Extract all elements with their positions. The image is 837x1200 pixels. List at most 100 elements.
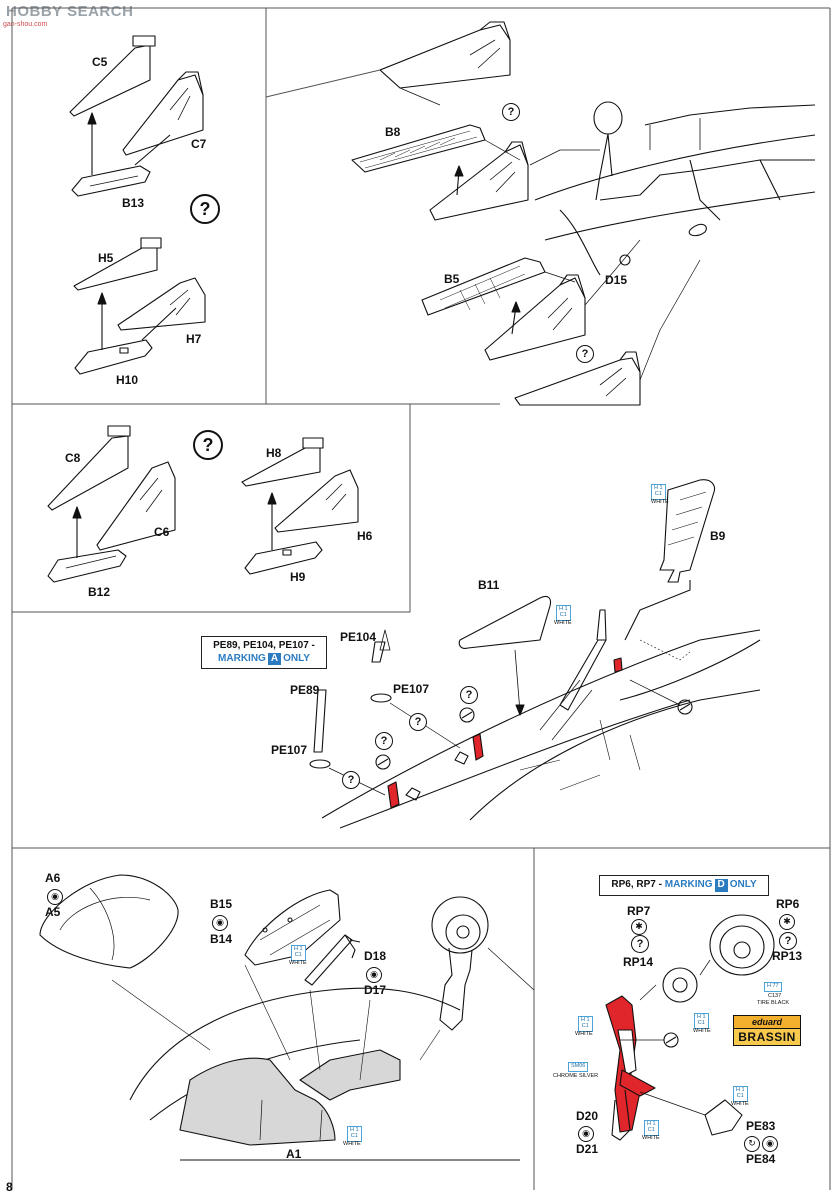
paint-name-a1: WHITE [343, 1141, 361, 1147]
paint-ref-strut: H 1 C1 [578, 1016, 593, 1032]
arrow-icon-b15: ◉ [212, 915, 228, 931]
marking-note-rp-line1: RP6, RP7 - [611, 879, 662, 890]
marking-note-pe-only: ONLY [283, 652, 310, 664]
paint-code: H 77 [767, 983, 779, 989]
part-label-b15: B15 [210, 897, 233, 911]
paint-ref-d20: H 1 C1 [644, 1120, 659, 1136]
paint-code: C1 [654, 490, 662, 497]
part-label-d17: D17 [364, 983, 387, 997]
paint-ref-tire: H 77 [764, 982, 782, 992]
part-label-pe83: PE83 [746, 1119, 776, 1133]
part-label-pe107-upper: PE107 [393, 682, 430, 696]
brassin-logo-bottom: BRASSIN [734, 1028, 800, 1045]
paint-name-hub: WHITE [693, 1028, 711, 1034]
question-icon-b8: ? [502, 103, 520, 121]
bottom-left-assembly [39, 874, 535, 1161]
paint-ref-b15: H 1 C1 [291, 945, 306, 961]
question-icon-pe107-lower: ? [342, 771, 360, 789]
paint-code: C1 [294, 951, 302, 958]
marking-note-pe-letter: A [267, 652, 282, 665]
question-icon-option-2: ? [193, 430, 223, 460]
paint-name-b11: WHITE [554, 620, 572, 626]
paint-name-b15: WHITE [289, 960, 307, 966]
question-icon-b5: ? [576, 345, 594, 363]
watermark-sub: gan-shou.com [3, 21, 48, 28]
paint-code: H 1 [647, 1121, 656, 1127]
part-label-b12: B12 [88, 585, 111, 599]
marking-note-pe-marking: MARKING [218, 652, 266, 664]
paint-ref-b11: H 1 C1 [556, 605, 571, 621]
paint-code: H 1 [350, 1127, 359, 1133]
paint-code: H 1 [697, 1014, 706, 1020]
fuselage-side [309, 479, 761, 829]
part-label-pe84: PE84 [746, 1152, 776, 1166]
brassin-logo: eduard BRASSIN [733, 1015, 801, 1046]
paint-name-b9: WHITE [651, 499, 669, 505]
marking-note-pe-line1: PE89, PE104, PE107 - [213, 640, 315, 651]
paint-code: C1 [736, 1092, 744, 1099]
paint-ref-a1: H 1 C1 [347, 1126, 362, 1142]
paint-ref-chrome: SM06 [568, 1062, 589, 1072]
paint-code: H 1 [294, 946, 303, 952]
part-label-pe89: PE89 [290, 683, 320, 697]
group-h5-h7 [73, 237, 206, 375]
paint-name-pe83: WHITE [731, 1101, 749, 1107]
part-label-rp14: RP14 [623, 955, 654, 969]
part-label-b11: B11 [478, 578, 500, 592]
part-label-c5: C5 [92, 55, 108, 69]
part-label-d15: D15 [605, 273, 628, 287]
paint-name-strut: WHITE [575, 1031, 593, 1037]
part-label-h9: H9 [290, 570, 306, 584]
question-icon-fairing-upper: ? [460, 686, 478, 704]
group-c5-c7 [69, 35, 204, 197]
part-label-c8: C8 [65, 451, 81, 465]
paint-code: C1 [697, 1019, 705, 1026]
arrow-icon-d20: ◉ [578, 1126, 594, 1142]
arrow-icon-pe84: ◉ [762, 1136, 778, 1152]
paint-code: C1 [581, 1022, 589, 1029]
cockpit-assembly [265, 21, 816, 406]
part-label-b9: B9 [710, 529, 726, 543]
part-label-c7: C7 [191, 137, 207, 151]
paint-code: C1 [559, 611, 567, 618]
part-label-h8: H8 [266, 446, 282, 460]
part-label-d21: D21 [576, 1142, 599, 1156]
paint-code: C1 [350, 1132, 358, 1139]
paint-code-tire: C137 [768, 993, 782, 999]
paint-ref-hub: H 1 C1 [694, 1013, 709, 1029]
paint-ref-b9: H 1 C1 [651, 484, 666, 500]
paint-name-chrome: CHROME SILVER [553, 1073, 599, 1079]
part-label-h5: H5 [98, 251, 114, 265]
star-icon-rp7: ✱ [631, 919, 647, 935]
landing-gear [605, 914, 775, 1141]
paint-code: C1 [647, 1126, 655, 1133]
part-label-rp6: RP6 [776, 897, 800, 911]
marking-note-rp-marking: MARKING [664, 879, 713, 890]
paint-name-d20: WHITE [642, 1135, 660, 1141]
part-label-d20: D20 [576, 1109, 599, 1123]
part-label-h7: H7 [186, 332, 202, 346]
paint-ref-pe83: H 1 C1 [733, 1086, 748, 1102]
paint-code: SM06 [571, 1063, 586, 1069]
part-label-b5: B5 [444, 272, 460, 286]
part-label-a6: A6 [45, 871, 61, 885]
question-icon-rp13: ? [779, 932, 797, 950]
group-c8-c6 [47, 425, 176, 583]
marking-note-rp-only: ONLY [729, 879, 757, 890]
paint-name-tire: TIRE BLACK [757, 1000, 790, 1006]
part-label-a5: A5 [45, 905, 61, 919]
question-icon-pe107-upper: ? [409, 713, 427, 731]
question-icon-rp14: ? [631, 935, 649, 953]
part-label-c6: C6 [154, 525, 170, 539]
part-label-rp13: RP13 [772, 949, 803, 963]
part-label-b8: B8 [385, 125, 401, 139]
paint-code: H 1 [581, 1017, 590, 1023]
part-label-b13: B13 [122, 196, 145, 210]
part-label-rp7: RP7 [627, 904, 651, 918]
brassin-logo-top: eduard [734, 1016, 800, 1028]
part-label-h6: H6 [357, 529, 373, 543]
curved-arrow-icon-pe83: ↻ [744, 1136, 760, 1152]
